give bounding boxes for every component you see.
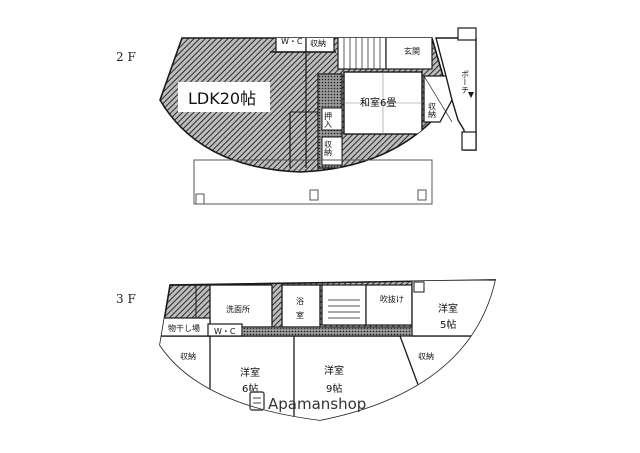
wc-2f-label: W・C bbox=[281, 37, 303, 46]
yoshitsu-9-label-2: 9帖 bbox=[326, 382, 342, 395]
senmenjo-room bbox=[209, 284, 273, 328]
floor-2f-tag: 2 F bbox=[116, 50, 136, 64]
porch-area bbox=[435, 37, 477, 151]
fukinuke-area bbox=[365, 284, 413, 326]
watermark-logo-icon bbox=[249, 391, 265, 411]
yoshitsu-9-label-1: 洋室 bbox=[324, 364, 344, 377]
monohoshi-label: 物干し場 bbox=[168, 323, 200, 333]
bath-label-bottom: 室 bbox=[296, 310, 304, 320]
genkan-label: 玄関 bbox=[404, 46, 420, 56]
bath-label-top: 浴 bbox=[296, 296, 304, 306]
yoshitsu-6-label-1: 洋室 bbox=[240, 366, 260, 379]
closet-right-3f-label: 収納 bbox=[418, 351, 434, 361]
stair-3f bbox=[321, 284, 367, 326]
yoshitsu-5-label-1: 洋室 bbox=[438, 302, 458, 315]
closet-bottom-label: 収納 bbox=[324, 139, 333, 157]
floor-2f: 2 F bbox=[116, 27, 477, 205]
bath-room bbox=[281, 284, 321, 328]
watermark-text: Apamanshop bbox=[268, 395, 366, 413]
closet-top-label: 収納 bbox=[310, 38, 326, 48]
fukinuke-label: 吹抜け bbox=[380, 294, 404, 304]
floor-3f-tag: 3 F bbox=[116, 292, 136, 306]
oshiire-label: 押入 bbox=[324, 111, 333, 128]
senmenjo-label: 洗面所 bbox=[226, 304, 250, 314]
wc-3f-label: W・C bbox=[214, 327, 236, 336]
ldk-label: LDK20帖 bbox=[188, 89, 256, 108]
floor-below-outline bbox=[193, 159, 433, 205]
washitsu-label: 和室6畳 bbox=[360, 96, 396, 109]
genkan-room bbox=[385, 38, 433, 70]
yoshitsu-5-label-2: 5帖 bbox=[440, 318, 456, 331]
watermark: Apamanshop bbox=[249, 391, 366, 413]
ldk-label-area bbox=[178, 82, 270, 112]
closet-right-label: 収納 bbox=[428, 101, 437, 119]
closet-left-3f-label: 収納 bbox=[180, 351, 196, 361]
porch-label: ポーチ bbox=[461, 70, 470, 94]
